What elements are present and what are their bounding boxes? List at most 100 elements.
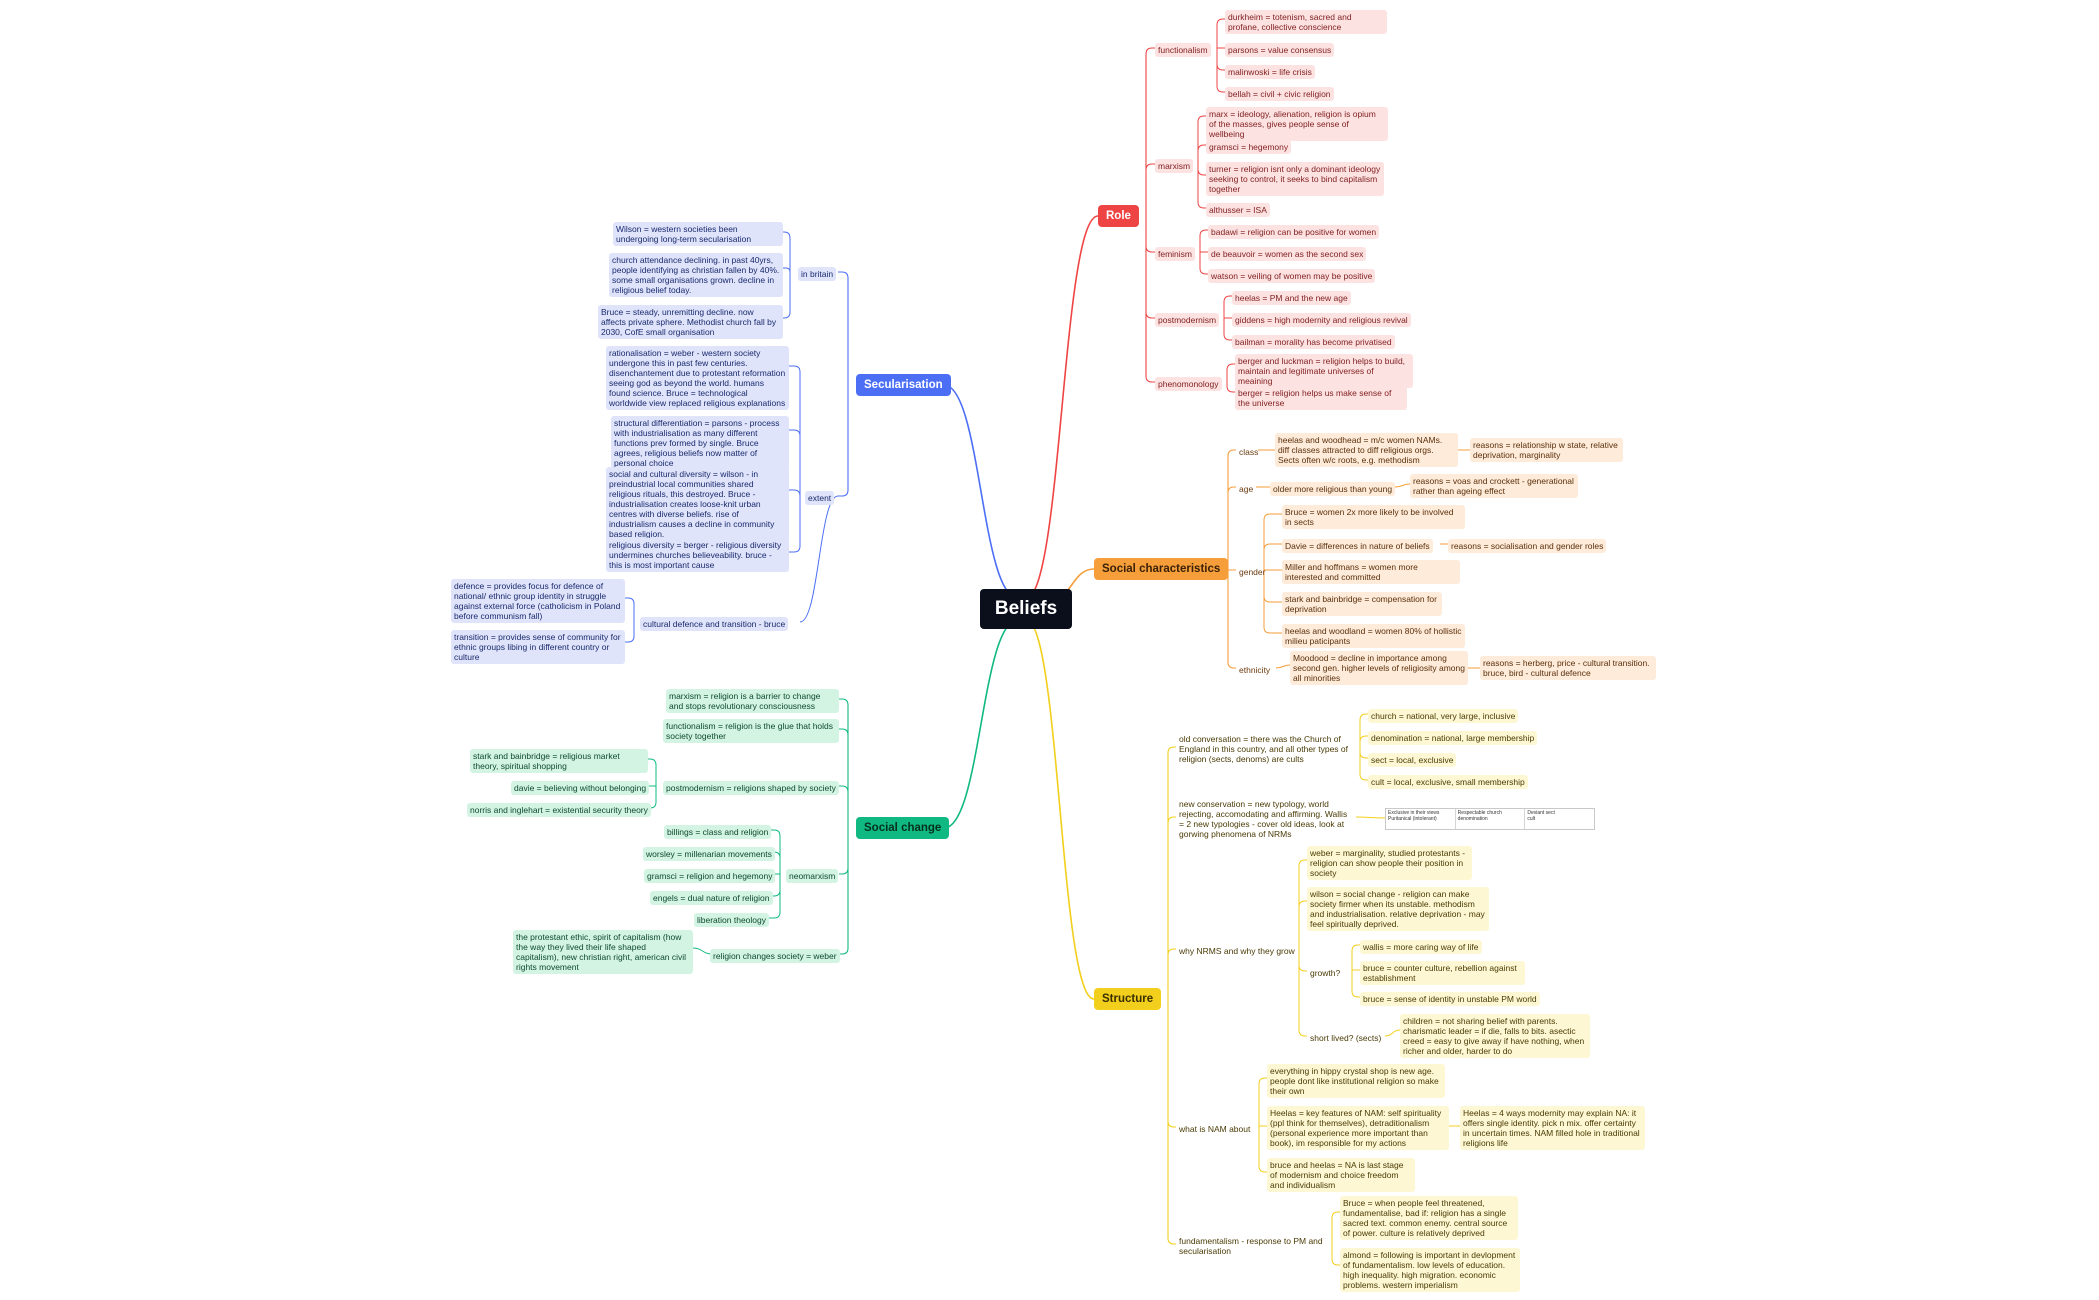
social-gender-item[interactable]: Davie = differences in nature of beliefs: [1282, 539, 1433, 553]
role-feminism[interactable]: feminism: [1155, 247, 1196, 261]
connector: [1275, 664, 1291, 669]
role-functionalism-item[interactable]: parsons = value consensus: [1225, 43, 1335, 57]
social-change-pm-item[interactable]: norris and inglehart = existential secur…: [467, 803, 651, 817]
typology-table-image: Exclusive in their views Puritanical (in…: [1385, 808, 1595, 830]
role-marxism-item[interactable]: althusser = ISA: [1206, 203, 1270, 217]
social-change-neomarxism-item[interactable]: gramsci = religion and hegemony: [644, 869, 776, 883]
structure-growth-item[interactable]: bruce = counter culture, rebellion again…: [1360, 961, 1525, 985]
role-postmodernism-item[interactable]: heelas = PM and the new age: [1232, 291, 1351, 305]
role-marxism-item[interactable]: turner = religion isnt only a dominant i…: [1206, 162, 1384, 196]
social-change-neomarxism-item[interactable]: worsley = millenarian movements: [643, 847, 775, 861]
branch-secularisation[interactable]: Secularisation: [856, 374, 951, 396]
role-phenomonology-item[interactable]: berger = religion helps us make sense of…: [1235, 386, 1407, 410]
social-ethnicity-reason[interactable]: reasons = herberg, price - cultural tran…: [1480, 656, 1656, 680]
connector: [1025, 619, 1095, 1000]
structure-short-lived[interactable]: short lived? (sects): [1310, 1033, 1382, 1043]
secularisation-britain-item[interactable]: Bruce = steady, unremitting decline. now…: [598, 305, 783, 339]
connector: [1355, 816, 1386, 819]
connector: [1351, 944, 1360, 998]
secularisation-extent-item[interactable]: social and cultural diversity = wilson -…: [606, 467, 789, 541]
social-change-item[interactable]: marxism = religion is a barrier to chang…: [666, 689, 839, 713]
structure-nam-item[interactable]: Heelas = key features of NAM: self spiri…: [1267, 1106, 1449, 1150]
social-change-weber[interactable]: religion changes society = weber: [710, 949, 840, 963]
secularisation-extent-item[interactable]: structural differentiation = parsons - p…: [611, 416, 789, 470]
social-age-reason[interactable]: reasons = voas and crockett - generation…: [1410, 474, 1578, 498]
structure-nrms[interactable]: why NRMS and why they grow: [1179, 946, 1295, 956]
structure-old-conversation[interactable]: old conversation = there was the Church …: [1179, 734, 1348, 764]
branch-social-characteristics[interactable]: Social characteristics: [1094, 558, 1229, 580]
social-class-item[interactable]: heelas and woodhead = m/c women NAMs. di…: [1275, 433, 1458, 467]
secularisation-extent-item[interactable]: religious diversity = berger - religious…: [606, 538, 789, 572]
role-feminism-item[interactable]: de beauvoir = women as the second sex: [1208, 247, 1367, 261]
social-gender-item[interactable]: Bruce = women 2x more likely to be invol…: [1282, 505, 1465, 529]
connector: [1258, 1077, 1267, 1173]
secularisation-extent-item[interactable]: rationalisation = weber - western societ…: [606, 346, 789, 410]
branch-role[interactable]: Role: [1098, 205, 1139, 227]
social-class-reason[interactable]: reasons = relationship w state, relative…: [1470, 438, 1623, 462]
role-phenomonology[interactable]: phenomonology: [1155, 377, 1222, 391]
role-marxism-item[interactable]: marx = ideology, alienation, religion is…: [1206, 107, 1388, 141]
branch-social-change[interactable]: Social change: [856, 817, 950, 839]
structure-new-conservation[interactable]: new conservation = new typology, world r…: [1179, 799, 1348, 839]
social-change-pm-item[interactable]: stark and bainbridge = religious market …: [470, 749, 648, 773]
structure-nrms-item[interactable]: wilson = social change - religion can ma…: [1307, 887, 1489, 931]
social-gender-reason[interactable]: reasons = socialisation and gender roles: [1448, 539, 1607, 553]
role-functionalism-item[interactable]: durkheim = totenism, sacred and profane,…: [1225, 10, 1387, 34]
structure-nam-item[interactable]: everything in hippy crystal shop is new …: [1267, 1064, 1445, 1098]
social-change-pm-item[interactable]: davie = believing without belonging: [511, 781, 650, 795]
structure-nam-item[interactable]: bruce and heelas = NA is last stage of m…: [1267, 1158, 1415, 1192]
role-postmodernism[interactable]: postmodernism: [1155, 313, 1220, 327]
social-ethnicity[interactable]: ethnicity: [1239, 665, 1271, 675]
role-marxism[interactable]: marxism: [1155, 159, 1194, 173]
social-change-weber-item[interactable]: the protestant ethic, spirit of capitali…: [513, 930, 693, 974]
role-functionalism-item[interactable]: malinwoski = life crisis: [1225, 65, 1315, 79]
structure-growth[interactable]: growth?: [1310, 968, 1341, 978]
structure-growth-item[interactable]: bruce = sense of identity in unstable PM…: [1360, 992, 1540, 1006]
structure-old-item[interactable]: denomination = national, large membershi…: [1368, 731, 1538, 745]
social-age[interactable]: age: [1239, 484, 1254, 494]
structure-nrms-item[interactable]: weber = marginality, studied protestants…: [1307, 846, 1472, 880]
root-topic[interactable]: Beliefs: [980, 589, 1072, 629]
structure-fund-item[interactable]: Bruce = when people feel threatened, fun…: [1340, 1196, 1518, 1240]
structure-old-item[interactable]: cult = local, exclusive, small membershi…: [1368, 775, 1528, 789]
role-feminism-item[interactable]: badawi = religion can be positive for wo…: [1208, 225, 1380, 239]
social-change-neomarxism-item[interactable]: engels = dual nature of religion: [650, 891, 773, 905]
connector: [1298, 859, 1307, 1037]
secularisation-cultural[interactable]: cultural defence and transition - bruce: [640, 617, 789, 631]
social-change-neomarxism-item[interactable]: billings = class and religion: [664, 825, 772, 839]
structure-fundamentalism[interactable]: fundamentalism - response to PM and secu…: [1179, 1236, 1323, 1256]
structure-short-item[interactable]: children = not sharing belief with paren…: [1400, 1014, 1590, 1058]
secularisation-britain-item[interactable]: church attendance declining. in past 40y…: [609, 253, 783, 297]
social-gender-item[interactable]: stark and bainbridge = compensation for …: [1282, 592, 1442, 616]
structure-nam[interactable]: what is NAM about: [1179, 1124, 1251, 1134]
structure-old-item[interactable]: sect = local, exclusive: [1368, 753, 1457, 767]
connector: [625, 597, 635, 643]
secularisation-extent[interactable]: extent: [805, 491, 835, 505]
structure-growth-item[interactable]: wallis = more caring way of life: [1360, 940, 1482, 954]
role-marxism-item[interactable]: gramsci = hegemony: [1206, 140, 1292, 154]
role-feminism-item[interactable]: watson = veiling of women may be positiv…: [1208, 269, 1376, 283]
social-change-neomarxism-item[interactable]: liberation theology: [694, 913, 769, 927]
structure-old-item[interactable]: church = national, very large, inclusive: [1368, 709, 1519, 723]
role-functionalism-item[interactable]: bellah = civil + civic religion: [1225, 87, 1334, 101]
social-gender-item[interactable]: heelas and woodland = women 80% of holli…: [1282, 624, 1465, 648]
structure-nam-extra[interactable]: Heelas = 4 ways modernity may explain NA…: [1460, 1106, 1645, 1150]
secularisation-britain-item[interactable]: Wilson = western societies been undergoi…: [613, 222, 783, 246]
social-age-item[interactable]: older more religious than young: [1270, 482, 1396, 496]
social-change-neomarxism[interactable]: neomarxism: [786, 869, 839, 883]
social-gender-item[interactable]: Miller and hoffmans = women more interes…: [1282, 560, 1460, 584]
social-class[interactable]: class: [1239, 447, 1259, 457]
role-functionalism[interactable]: functionalism: [1155, 43, 1211, 57]
secularisation-cultural-item[interactable]: transition = provides sense of community…: [451, 630, 625, 664]
role-postmodernism-item[interactable]: bailman = morality has become privatised: [1232, 335, 1395, 349]
secularisation-in-britain[interactable]: in britain: [798, 267, 837, 281]
role-phenomonology-item[interactable]: berger and luckman = religion helps to b…: [1235, 354, 1413, 388]
structure-fund-item[interactable]: almond = following is important in devlo…: [1340, 1248, 1520, 1292]
secularisation-cultural-item[interactable]: defence = provides focus for defence of …: [451, 579, 625, 623]
social-change-item[interactable]: functionalism = religion is the glue tha…: [663, 719, 839, 743]
social-gender[interactable]: gender: [1239, 567, 1266, 577]
social-change-postmodernism[interactable]: postmodernism = religions shaped by soci…: [663, 781, 839, 795]
branch-structure[interactable]: Structure: [1094, 988, 1162, 1010]
social-ethnicity-item[interactable]: Moodood = decline in importance among se…: [1290, 651, 1468, 685]
role-postmodernism-item[interactable]: giddens = high modernity and religious r…: [1232, 313, 1411, 327]
